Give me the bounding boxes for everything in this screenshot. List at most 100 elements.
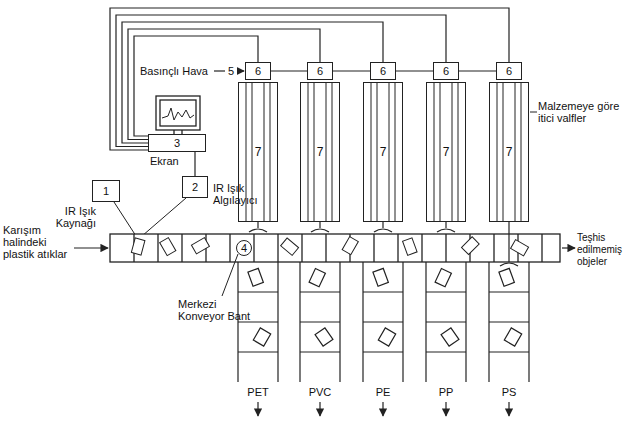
chute-slat	[238, 351, 278, 352]
valve-box: 6	[245, 62, 271, 80]
plastic-object	[403, 238, 418, 256]
ir-beam	[114, 198, 186, 236]
callout-number: 4	[241, 242, 247, 254]
callout-number: 2	[192, 181, 198, 193]
input-label: Basınçlı Hava	[140, 65, 214, 77]
conveyor-belt	[110, 234, 560, 262]
pusher-cylinder: 7	[489, 82, 529, 222]
plastic-object	[378, 328, 395, 346]
plastic-object	[441, 328, 459, 346]
callout-number: 6	[443, 65, 449, 77]
valve-box: 6	[370, 62, 396, 80]
output-arrow	[382, 402, 383, 416]
callout-number: 7	[253, 146, 264, 158]
cylinder-rib	[458, 82, 459, 222]
output-arrow	[319, 402, 320, 416]
material-label: PET	[236, 386, 280, 398]
signal-wire	[128, 29, 320, 140]
callout-number: 7	[441, 146, 452, 158]
cylinder-rib	[308, 82, 309, 222]
pusher-heads	[249, 222, 518, 266]
cylinder-rib	[395, 82, 396, 222]
sorting-chutes	[238, 262, 529, 416]
piston-rod	[382, 222, 383, 228]
part-label: IR Işık Kaynağı	[36, 205, 96, 229]
pusher-cylinder: 7	[363, 82, 403, 222]
piston-rod	[445, 222, 446, 228]
plastic-object	[131, 238, 145, 255]
belt-segment	[277, 234, 278, 262]
signal-wire	[134, 36, 258, 136]
belt-segment	[181, 234, 182, 262]
belt-segment	[301, 234, 302, 262]
plastic-object	[309, 269, 325, 287]
output-arrow	[257, 402, 258, 416]
ir-detector: 2	[182, 176, 208, 198]
chute-slat	[426, 351, 466, 352]
callout-number: 6	[506, 65, 512, 77]
chute-slat	[489, 291, 529, 292]
plastic-object	[281, 238, 299, 255]
callout-number: 6	[255, 65, 261, 77]
part-label: Malzemeye göre itici valfler	[538, 100, 622, 124]
material-label: PE	[361, 386, 405, 398]
callout-number: 6	[380, 65, 386, 77]
valve-box: 6	[433, 62, 459, 80]
valve-box: 6	[307, 62, 333, 80]
cylinder-rib	[270, 82, 271, 222]
cylinder-rib	[332, 82, 333, 222]
belt-segment	[229, 234, 230, 262]
pusher-head	[500, 263, 518, 266]
belt-segment	[541, 234, 542, 262]
material-label: PS	[487, 386, 531, 398]
chute-slat	[426, 321, 466, 322]
pusher-head	[437, 229, 455, 232]
pusher-head	[374, 229, 392, 232]
ir-source: 1	[92, 180, 120, 202]
plastic-object	[435, 269, 451, 287]
output-label: Teşhis edilmemiş objeler	[577, 232, 623, 268]
signal-wire	[194, 152, 195, 176]
chute-slat	[300, 291, 340, 292]
material-label: PVC	[298, 386, 342, 398]
plastic-object	[342, 237, 358, 255]
callout-number: 5	[225, 65, 237, 77]
cylinder-rib	[371, 82, 372, 222]
belt-segment	[421, 234, 422, 262]
part-label: Merkezi Konveyor Bant	[178, 298, 262, 322]
callout-circle: 4	[236, 240, 252, 256]
cylinder-rib	[452, 82, 453, 222]
plastic-object	[315, 328, 333, 346]
chute-slat	[300, 351, 340, 352]
pusher-cylinder: 7	[300, 82, 340, 222]
pusher-cylinder: 7	[426, 82, 466, 222]
part-label: IR Işık Algılayıcı	[213, 182, 275, 206]
plastic-object	[160, 238, 176, 256]
pusher-head	[311, 229, 329, 232]
cylinder-rib	[264, 82, 265, 222]
belt-segment	[493, 234, 494, 262]
callout-number: 6	[317, 65, 323, 77]
output-arrow	[508, 402, 509, 416]
belt-segment	[253, 234, 254, 262]
chute-slat	[489, 321, 529, 322]
chute-slat	[363, 321, 403, 322]
signal-wire	[116, 15, 446, 147]
plastic-object	[511, 240, 529, 256]
callout-number: 7	[315, 146, 326, 158]
belt-segment	[157, 234, 158, 262]
signal-wire	[110, 8, 509, 150]
belt-segment	[373, 234, 374, 262]
cylinder-rib	[326, 82, 327, 222]
callout-number: 7	[378, 146, 389, 158]
plastic-object	[504, 328, 521, 346]
belt-segment	[325, 234, 326, 262]
piston-rod	[319, 222, 320, 228]
output-arrow	[445, 402, 446, 416]
chute-slat	[300, 321, 340, 322]
callout-number: 1	[103, 185, 109, 197]
chute-slat	[363, 351, 403, 352]
plastic-object	[462, 237, 480, 255]
chute-slat	[238, 291, 278, 292]
cylinder-rib	[497, 82, 498, 222]
